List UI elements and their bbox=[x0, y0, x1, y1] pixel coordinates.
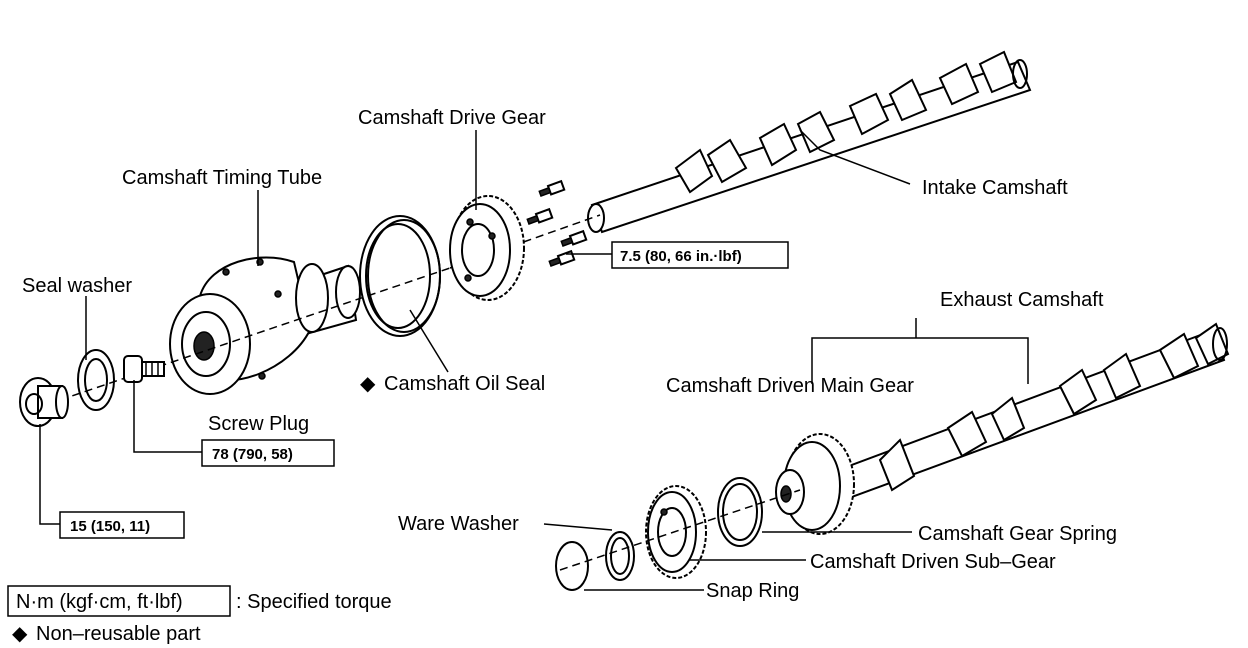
label-screw-plug: Screw Plug bbox=[208, 413, 309, 435]
label-intake-camshaft: Intake Camshaft bbox=[922, 177, 1068, 199]
label-camshaft-driven-sub-gear: Camshaft Driven Sub–Gear bbox=[810, 551, 1056, 573]
legend-unit-box: N·m (kgf·cm, ft·lbf) bbox=[16, 591, 183, 613]
camshaft-drive-gear bbox=[449, 195, 525, 301]
torque-seal-washer-plug: 15 (150, 11) bbox=[70, 518, 150, 535]
label-ware-washer: Ware Washer bbox=[398, 513, 519, 535]
label-camshaft-oil-seal-marker: ◆ bbox=[360, 373, 376, 395]
label-camshaft-oil-seal: Camshaft Oil Seal bbox=[384, 373, 545, 395]
torque-box-seal-washer-plug: 15 (150, 11) bbox=[59, 511, 185, 539]
torque-screw-plug: 78 (790, 58) bbox=[212, 446, 293, 463]
label-exhaust-camshaft: Exhaust Camshaft bbox=[940, 289, 1104, 311]
seal-washer bbox=[77, 349, 115, 411]
label-camshaft-timing-tube: Camshaft Timing Tube bbox=[122, 167, 322, 189]
exhaust-camshaft bbox=[788, 322, 1230, 518]
label-camshaft-driven-main-gear: Camshaft Driven Main Gear bbox=[666, 375, 914, 397]
exhaust-axis-line bbox=[559, 489, 801, 571]
label-snap-ring: Snap Ring bbox=[706, 580, 799, 602]
legend-non-reusable-marker: ◆ bbox=[12, 623, 28, 645]
camshaft-timing-tube bbox=[169, 256, 361, 395]
legend: N·m (kgf·cm, ft·lbf) : Specified torque … bbox=[7, 585, 392, 645]
plug-bolt bbox=[19, 377, 69, 427]
intake-camshaft bbox=[587, 50, 1032, 234]
torque-box-drive-gear-bolts: 7.5 (80, 66 in.·lbf) bbox=[611, 241, 789, 269]
drive-gear-bolts bbox=[526, 179, 588, 267]
screw-plug bbox=[123, 355, 165, 383]
legend-non-reusable-text: Non–reusable part bbox=[36, 623, 201, 645]
torque-box-screw-plug: 78 (790, 58) bbox=[201, 439, 335, 467]
label-camshaft-drive-gear: Camshaft Drive Gear bbox=[358, 107, 546, 129]
torque-drive-gear-bolts: 7.5 (80, 66 in.·lbf) bbox=[620, 248, 742, 265]
camshaft-gear-spring bbox=[717, 477, 763, 547]
label-camshaft-gear-spring: Camshaft Gear Spring bbox=[918, 523, 1117, 545]
snap-ring bbox=[555, 541, 589, 591]
legend-unit-text: : Specified torque bbox=[236, 591, 392, 613]
leader-lines bbox=[39, 129, 1029, 591]
camshaft-oil-seal bbox=[359, 215, 441, 337]
label-seal-washer: Seal washer bbox=[22, 275, 132, 297]
ware-washer bbox=[605, 531, 635, 581]
camshaft-driven-main-gear bbox=[775, 433, 855, 535]
